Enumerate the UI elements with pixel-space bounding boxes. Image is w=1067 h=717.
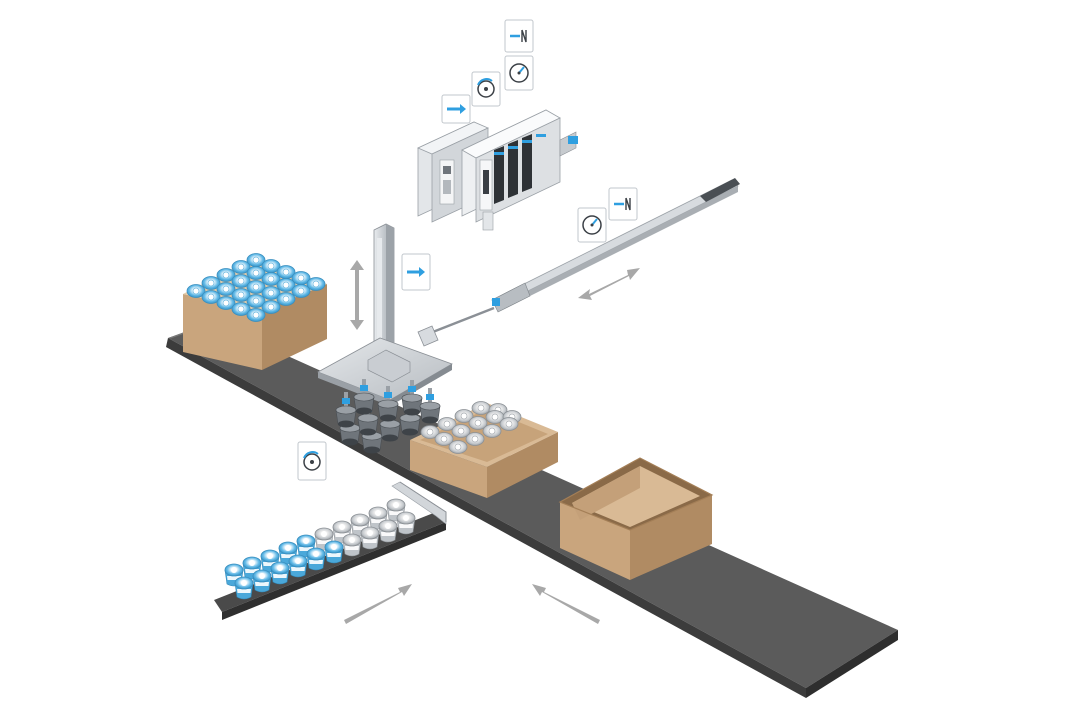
vertical-linear-axis [373, 223, 395, 377]
box-full-cups [183, 253, 327, 370]
force-sensor-icon [608, 187, 638, 221]
horizontal-double-arrow [578, 268, 640, 300]
linear-motion-icon [441, 94, 471, 124]
feeder-tray [214, 481, 447, 620]
pressure-gauge-icon [577, 207, 607, 243]
horizontal-linear-axis [417, 178, 740, 347]
rotation-motion-icon [471, 71, 501, 107]
valve-terminal [417, 109, 578, 231]
linear-motion-icon [401, 253, 431, 291]
box-empty [558, 457, 714, 580]
belt-direction-arrow [532, 584, 600, 624]
feeder-direction-arrow [344, 584, 412, 624]
box-partially-filled [410, 401, 558, 498]
rotation-motion-icon [297, 441, 327, 481]
conveyor-belt [166, 322, 898, 698]
pressure-gauge-icon [504, 55, 534, 91]
vertical-double-arrow [350, 260, 364, 330]
force-sensor-icon [504, 19, 534, 53]
